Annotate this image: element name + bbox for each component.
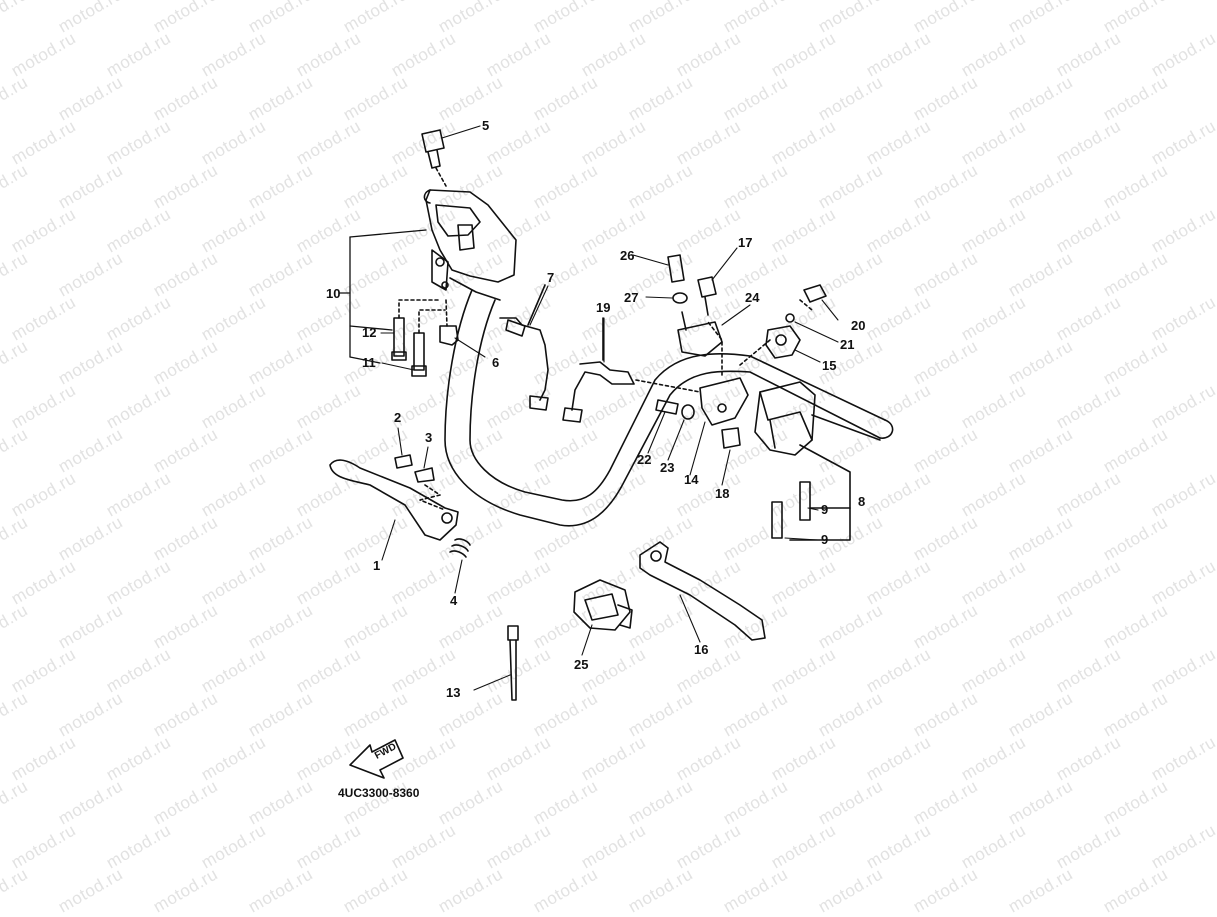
callout-7: 7 bbox=[547, 270, 555, 285]
callout-26: 26 bbox=[620, 248, 635, 263]
fwd-arrow-icon bbox=[349, 739, 404, 779]
callout-18: 18 bbox=[715, 486, 730, 501]
callout-1: 1 bbox=[373, 558, 381, 573]
callout-10: 10 bbox=[326, 286, 341, 301]
brake-switch-7 bbox=[499, 284, 549, 411]
callout-20: 20 bbox=[851, 318, 866, 333]
callout-2: 2 bbox=[394, 410, 402, 425]
callout-13: 13 bbox=[446, 685, 461, 700]
callout-5: 5 bbox=[482, 118, 490, 133]
callout-16: 16 bbox=[694, 642, 709, 657]
callout-14: 14 bbox=[684, 472, 699, 487]
lever-16 bbox=[639, 541, 766, 641]
callout-25: 25 bbox=[574, 657, 589, 672]
lever-1 bbox=[329, 454, 471, 558]
cable-tie-13 bbox=[507, 625, 519, 701]
callout-12: 12 bbox=[362, 325, 377, 340]
handlebar-switch-8 bbox=[754, 381, 881, 541]
bolts-11-12 bbox=[391, 299, 459, 377]
callout-8: 8 bbox=[858, 494, 866, 509]
callout-24: 24 bbox=[745, 290, 760, 305]
callout-22: 22 bbox=[637, 452, 652, 467]
callout-9-lower: 9 bbox=[821, 532, 829, 547]
part-25 bbox=[573, 579, 633, 631]
diagram-code: 4UC3300-8360 bbox=[338, 786, 420, 800]
callout-11: 11 bbox=[362, 355, 376, 370]
bracket-10 bbox=[339, 229, 427, 364]
handlebar bbox=[444, 289, 894, 527]
leader-lines bbox=[380, 125, 839, 691]
callout-3: 3 bbox=[425, 430, 433, 445]
callout-27: 27 bbox=[624, 290, 639, 305]
callout-21: 21 bbox=[840, 337, 855, 352]
master-cylinder bbox=[423, 189, 517, 301]
throttle-parts bbox=[699, 284, 827, 426]
callout-19: 19 bbox=[596, 300, 611, 315]
callout-17: 17 bbox=[738, 235, 753, 250]
callout-6: 6 bbox=[492, 355, 500, 370]
callout-4: 4 bbox=[450, 593, 458, 608]
bolt-5 bbox=[421, 129, 447, 187]
callout-23: 23 bbox=[660, 460, 675, 475]
clutch-switch-19 bbox=[562, 317, 701, 423]
small-parts-top bbox=[667, 254, 723, 357]
callout-9-upper: 9 bbox=[821, 502, 829, 517]
small-parts-mid bbox=[655, 399, 741, 449]
callout-15: 15 bbox=[822, 358, 837, 373]
